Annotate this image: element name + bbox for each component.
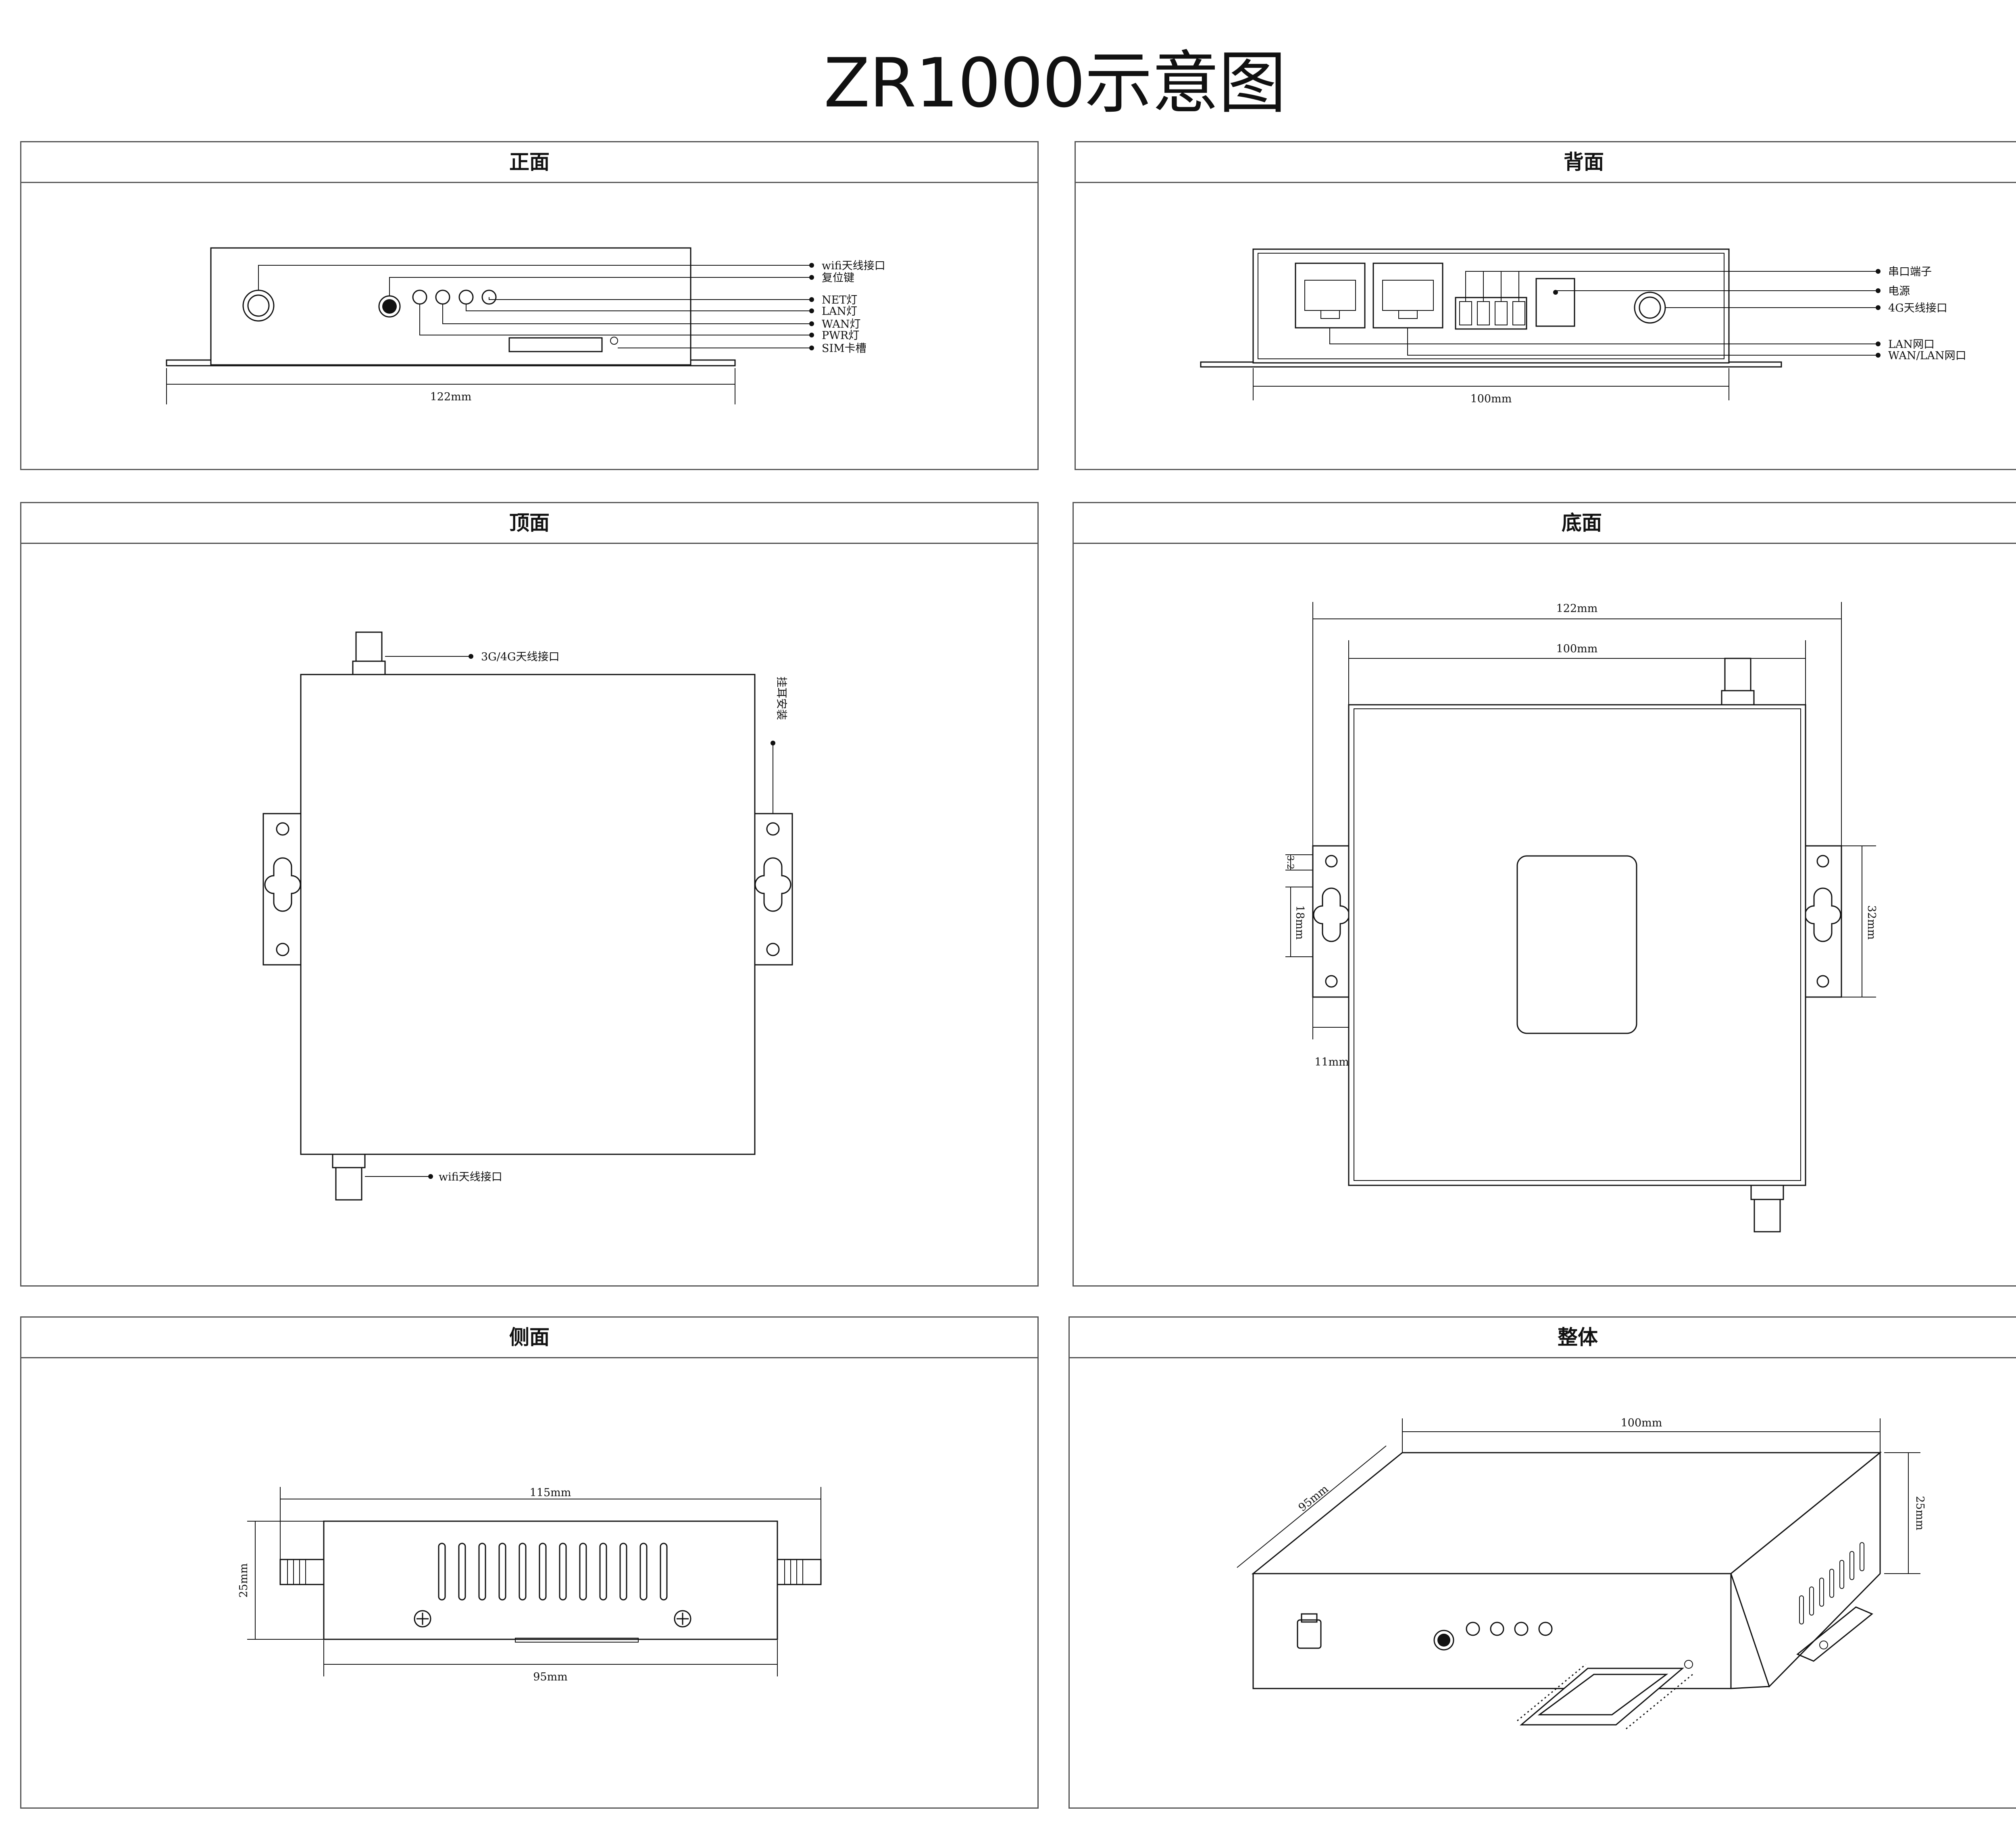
iso-view-drawing: 100mm 95mm 25mm <box>1237 1417 1926 1730</box>
right-mounting-ear <box>753 813 793 966</box>
side-vent-slots <box>438 1543 668 1601</box>
panel-back-title: 背面 <box>1076 142 2016 183</box>
bottom-dim-body: 100mm <box>1556 643 1598 655</box>
iso-reset-button-icon <box>1433 1630 1454 1651</box>
bottom-wifi-connector-icon <box>332 1153 366 1201</box>
callout-sim-slot: SIM卡槽 <box>822 342 866 355</box>
callout-wan-led: WAN灯 <box>822 318 861 331</box>
panel-back: 背面 <box>1075 141 2016 470</box>
bottom-dim-hole: 3.2 <box>1285 856 1295 870</box>
front-view-drawing: wifi天线接口 复位键 NET灯 LAN灯 WAN灯 PWR灯 SIM卡槽 1… <box>166 247 885 404</box>
led-pwr-icon <box>481 289 497 305</box>
iso-mounting-ear <box>1796 1606 1873 1662</box>
iso-dim-depth: 95mm <box>1296 1482 1331 1514</box>
sim-slot-icon <box>508 337 603 352</box>
iso-dim-height: 25mm <box>1914 1496 1926 1530</box>
left-mounting-ear <box>262 813 303 966</box>
side-dim-height: 25mm <box>237 1563 250 1598</box>
side-screw-icons <box>414 1610 691 1628</box>
bottom-label-area <box>1516 855 1637 1034</box>
callout-net-led: NET灯 <box>822 294 857 306</box>
bottom-dim-slot: 18mm <box>1293 905 1306 940</box>
right-keyhole-slot <box>754 857 791 912</box>
top-antenna-connector-icon <box>352 631 386 675</box>
panel-bottom: 底面 122mm 100mm 3.2 18mm <box>1073 502 2016 1287</box>
side-body <box>323 1520 778 1640</box>
callout-reset: 复位键 <box>822 272 854 284</box>
top-view-drawing: 3G/4G天线接口 wifi天线接口 挂耳安装 <box>262 631 793 1201</box>
side-dim-overall: 115mm <box>530 1487 571 1499</box>
panel-side: 侧面 <box>20 1316 1039 1809</box>
iso-antenna-connector-icon <box>1297 1613 1322 1649</box>
iso-sim-card-tray <box>1519 1668 1685 1726</box>
side-dim-body: 95mm <box>533 1671 568 1683</box>
iso-dim-width: 100mm <box>1621 1417 1662 1429</box>
callout-power: 电源 <box>1888 285 1910 298</box>
callout-lan-port: LAN网口 <box>1888 338 1935 351</box>
panel-whole-title: 整体 <box>1070 1318 2016 1358</box>
callout-wan-lan-port: WAN/LAN网口 <box>1888 350 1966 362</box>
back-view-drawing: 串口端子 电源 4G天线接口 LAN网口 WAN/LAN网口 100mm <box>1200 248 1966 405</box>
callout-serial: 串口端子 <box>1888 266 1932 278</box>
bottom-dim-ear-height: 32mm <box>1865 905 1878 940</box>
callout-pwr-led: PWR灯 <box>822 329 859 342</box>
side-right-antenna-icon <box>777 1559 822 1585</box>
front-body <box>210 247 691 366</box>
callout-4g-antenna: 4G天线接口 <box>1888 302 1947 314</box>
iso-side-face <box>1730 1451 1881 1688</box>
panel-front: 正面 wif <box>20 141 1039 470</box>
panel-top-title: 顶面 <box>21 503 1037 544</box>
bottom-view-drawing: 122mm 100mm 3.2 18mm 32mm 11mm <box>1285 602 1878 1233</box>
side-view-drawing: 115mm 95mm 25mm <box>237 1487 822 1683</box>
left-keyhole-slot <box>264 857 301 912</box>
front-dim-width: 122mm <box>430 391 472 403</box>
panel-front-title: 正面 <box>21 142 1037 183</box>
panel-side-title: 侧面 <box>21 1318 1037 1358</box>
callout-3g4g-antenna: 3G/4G天线接口 <box>481 651 560 663</box>
side-left-antenna-icon <box>279 1559 325 1585</box>
callout-wifi-antenna: wifi天线接口 <box>822 260 885 272</box>
panel-top: 顶面 3G/4G天线接口 wifi天线接口 挂耳安装 <box>20 502 1039 1287</box>
callout-wifi-bottom: wifi天线接口 <box>439 1171 502 1183</box>
panel-bottom-title: 底面 <box>1074 503 2016 544</box>
bottom-dim-ear-width: 11mm <box>1314 1056 1349 1068</box>
panel-whole: 整体 <box>1068 1316 2016 1809</box>
bottom-dim-overall: 122mm <box>1556 602 1598 615</box>
page-title: ZR1000示意图 <box>823 44 1286 123</box>
back-dim-width: 100mm <box>1470 393 1512 405</box>
callout-lan-led: LAN灯 <box>822 305 857 318</box>
callout-mount: 挂耳安装 <box>775 677 787 720</box>
